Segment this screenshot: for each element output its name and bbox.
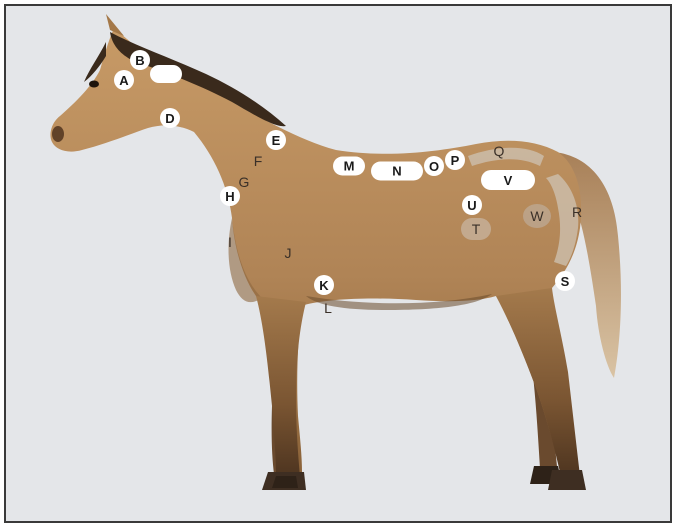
marker-f: F bbox=[250, 152, 266, 170]
marker-a: A bbox=[114, 70, 134, 90]
marker-m: M bbox=[333, 157, 365, 176]
marker-l: L bbox=[320, 299, 336, 317]
marker-u: U bbox=[462, 195, 482, 215]
marker-s: S bbox=[555, 271, 575, 291]
marker-r: R bbox=[569, 203, 585, 221]
diagram-frame: A B D E F G H I J K L M N O P Q R S T U … bbox=[4, 4, 672, 523]
horse-illustration bbox=[6, 6, 672, 523]
marker-p: P bbox=[445, 150, 465, 170]
hoof-near-hind bbox=[548, 470, 586, 490]
marker-d: D bbox=[160, 108, 180, 128]
marker-q: Q bbox=[491, 142, 507, 160]
horse-body bbox=[50, 28, 581, 476]
marker-o: O bbox=[424, 156, 444, 176]
marker-h: H bbox=[220, 186, 240, 206]
hoof-far-fore bbox=[272, 476, 298, 488]
marker-w: W bbox=[523, 204, 551, 228]
near-hind-leg bbox=[496, 288, 580, 476]
marker-v: V bbox=[481, 170, 535, 190]
muzzle bbox=[52, 126, 64, 142]
eye bbox=[89, 81, 99, 88]
marker-k: K bbox=[314, 275, 334, 295]
marker-b: B bbox=[130, 50, 150, 70]
marker-e: E bbox=[266, 130, 286, 150]
marker-i: I bbox=[222, 233, 238, 251]
marker-t: T bbox=[461, 218, 491, 240]
marker-c bbox=[150, 65, 182, 83]
marker-j: J bbox=[280, 244, 296, 262]
marker-n: N bbox=[371, 162, 423, 181]
marker-g: G bbox=[236, 173, 252, 191]
